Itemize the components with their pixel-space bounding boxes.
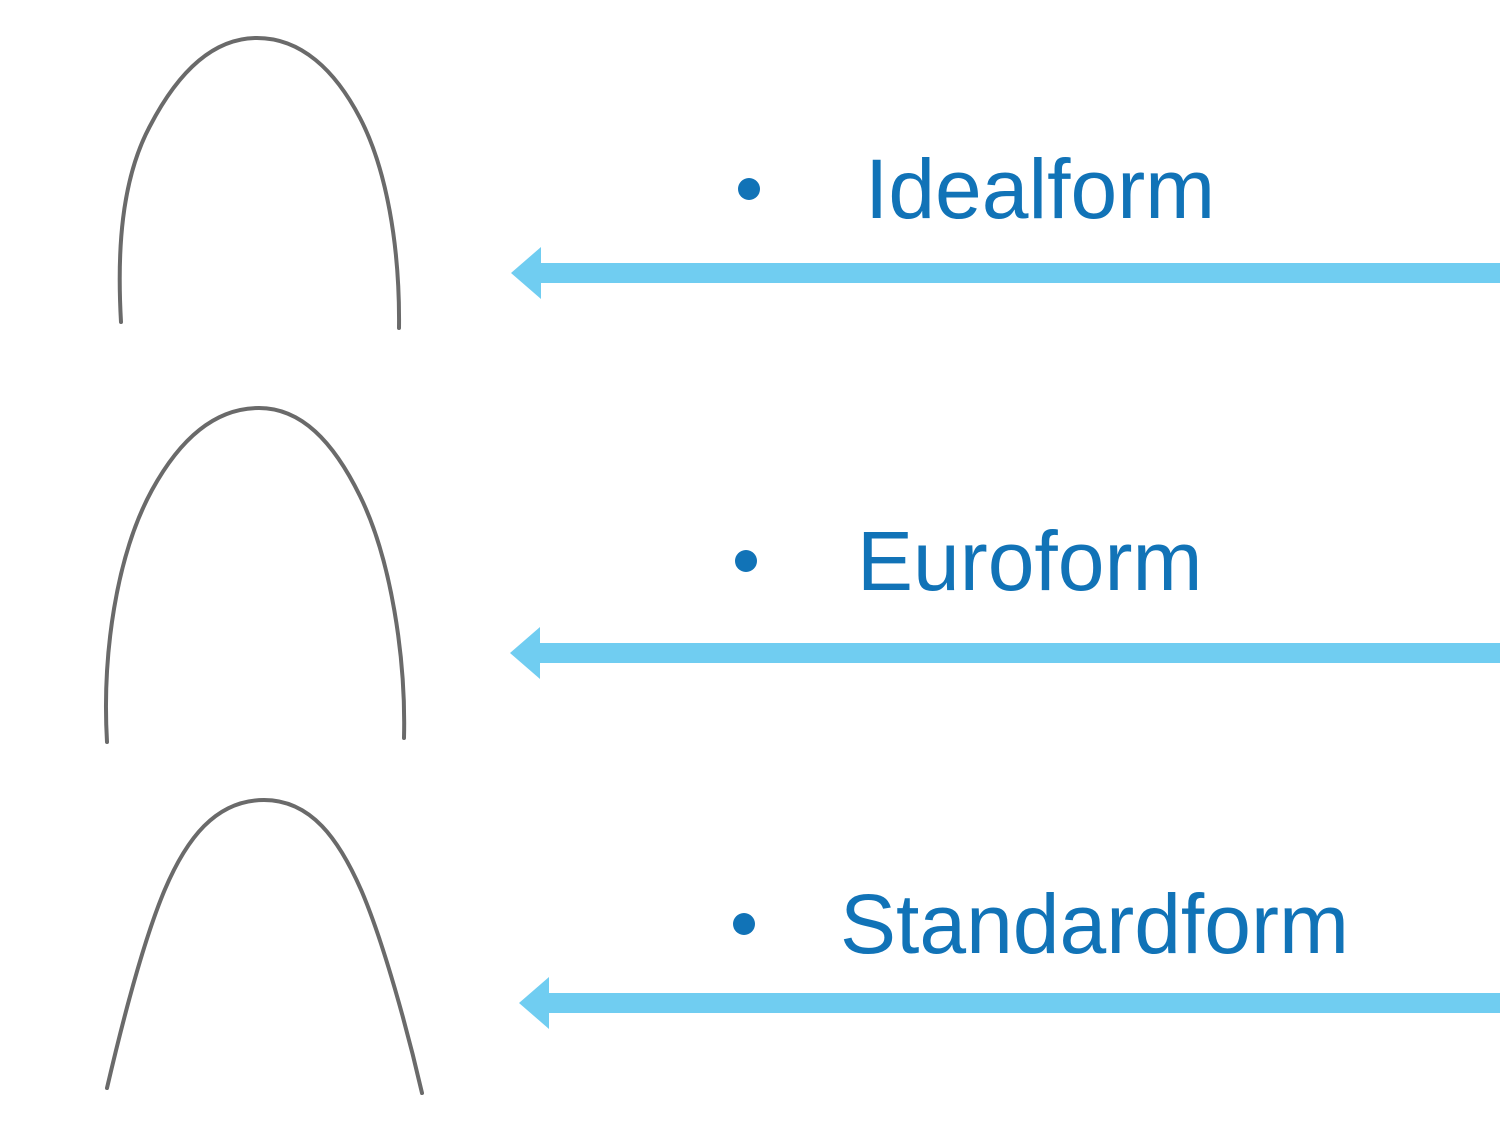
list-item-euroform: Euroform	[735, 519, 1202, 603]
left-arrow-icon	[519, 977, 1500, 1029]
list-item-idealform: Idealform	[738, 147, 1215, 231]
bullet-dot-icon	[738, 178, 760, 200]
bullet-dot-icon	[735, 550, 757, 572]
idealform-archwire-icon	[117, 35, 402, 330]
list-item-standardform: Standardform	[733, 882, 1349, 966]
euroform-archwire-icon	[104, 405, 407, 744]
left-arrow-icon	[510, 627, 1500, 679]
left-arrow-icon	[511, 247, 1500, 299]
item-label: Euroform	[857, 514, 1203, 608]
standardform-archwire-icon	[105, 797, 424, 1095]
bullet-dot-icon	[733, 913, 755, 935]
item-label: Standardform	[840, 877, 1349, 971]
item-label: Idealform	[865, 142, 1216, 236]
